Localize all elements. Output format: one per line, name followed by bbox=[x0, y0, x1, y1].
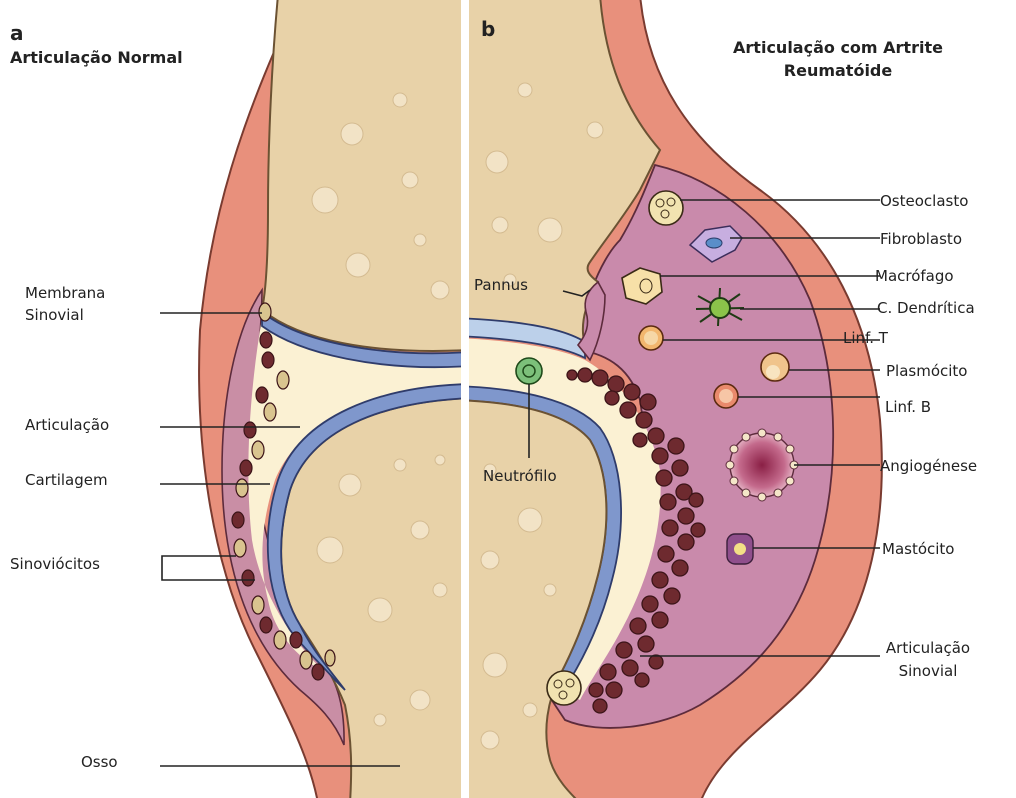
plasma-cell bbox=[761, 353, 789, 381]
label-osteoclasto: Osteoclasto bbox=[880, 192, 968, 210]
t-lymphocyte-cell bbox=[639, 326, 663, 350]
panel-b-title-line2: Reumatóide bbox=[784, 61, 893, 80]
label-linf-b: Linf. B bbox=[885, 398, 931, 416]
panel-a-letter: a bbox=[10, 21, 24, 45]
mast-cell bbox=[727, 534, 753, 564]
label-articulacao-sinovial-1: Articulação bbox=[886, 639, 970, 657]
label-articulacao-sinovial-2: Sinovial bbox=[899, 662, 958, 680]
label-c-dendritica: C. Dendrítica bbox=[877, 299, 975, 317]
b-lymphocyte-cell bbox=[714, 384, 738, 408]
panel-b-letter: b bbox=[481, 17, 495, 41]
label-fibroblasto: Fibroblasto bbox=[880, 230, 962, 248]
osteoclast-cell bbox=[649, 191, 683, 225]
panel-a-title: Articulação Normal bbox=[10, 48, 183, 67]
label-membrana-sinovial-1: Membrana bbox=[25, 284, 105, 302]
label-neutrofilo: Neutrófilo bbox=[483, 467, 557, 485]
panel-divider bbox=[461, 0, 469, 798]
label-linf-t: Linf. T bbox=[843, 329, 889, 347]
label-angiogenese: Angiogénese bbox=[880, 457, 977, 475]
label-mastocito: Mastócito bbox=[882, 540, 954, 558]
label-sinoviocitos: Sinoviócitos bbox=[10, 555, 100, 573]
label-cartilagem: Cartilagem bbox=[25, 471, 108, 489]
label-membrana-sinovial-2: Sinovial bbox=[25, 306, 84, 324]
neutrophil-cell bbox=[516, 358, 542, 384]
panel-a-normal-joint bbox=[199, 0, 470, 798]
label-articulacao: Articulação bbox=[25, 416, 109, 434]
osteoclast-cell-lower bbox=[547, 671, 581, 705]
panel-b-title-line1: Articulação com Artrite bbox=[733, 38, 943, 57]
label-macrofago: Macrófago bbox=[875, 267, 954, 285]
panel-b-ra-joint bbox=[455, 0, 882, 798]
label-osso: Osso bbox=[81, 753, 118, 771]
label-plasmocito: Plasmócito bbox=[886, 362, 967, 380]
label-pannus: Pannus bbox=[474, 276, 528, 294]
